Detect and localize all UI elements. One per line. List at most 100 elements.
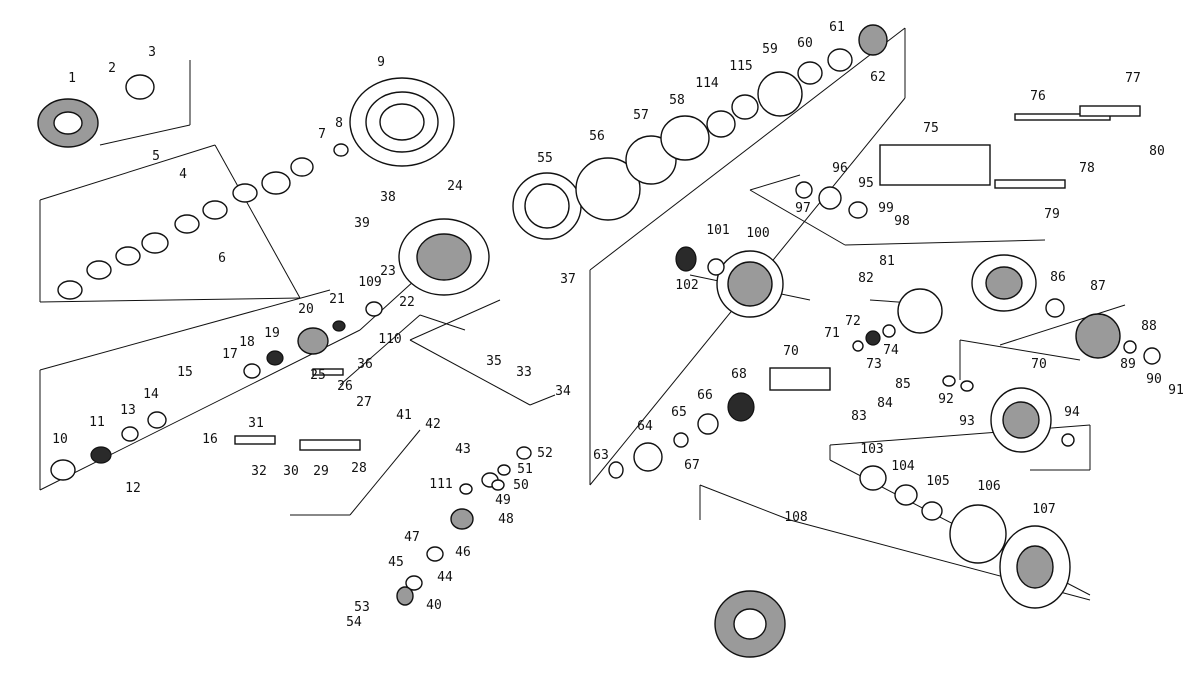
part-label-31: 31 [248,416,264,431]
part-shape [608,461,624,479]
part-label-12: 12 [125,481,141,496]
part-shape [633,442,663,472]
part-shape [697,413,719,435]
part-label-61: 61 [829,20,845,35]
part-shape [660,115,710,161]
part-shape [405,575,423,591]
part-shape [125,74,155,100]
part-label-59: 59 [762,42,778,57]
part-label-101: 101 [706,223,729,238]
part-shape [333,143,349,157]
part-label-98: 98 [894,214,910,229]
part-label-93: 93 [959,414,975,429]
part-label-77: 77 [1125,71,1141,86]
part-shape [234,435,276,445]
part-shape [858,24,888,56]
part-label-40: 40 [426,598,442,613]
part-label-81: 81 [879,254,895,269]
part-label-6: 6 [218,251,226,266]
part-label-35: 35 [486,354,502,369]
part-label-56: 56 [589,129,605,144]
part-shape [731,94,759,120]
part-shape [1002,401,1040,439]
part-label-24: 24 [447,179,463,194]
part-shape [797,61,823,85]
part-label-97: 97 [795,201,811,216]
part-label-11: 11 [89,415,105,430]
leader-line [749,189,846,246]
part-label-36: 36 [357,357,373,372]
part-label-74: 74 [883,343,899,358]
part-shape [491,479,505,491]
part-shape [1045,298,1065,318]
part-label-94: 94 [1064,405,1080,420]
part-label-49: 49 [495,493,511,508]
part-label-7: 7 [318,127,326,142]
part-label-4: 4 [179,167,187,182]
part-shape [1016,545,1054,589]
part-label-33: 33 [516,365,532,380]
part-shape [243,363,261,379]
part-label-20: 20 [298,302,314,317]
part-shape [757,71,803,117]
part-label-57: 57 [633,108,649,123]
part-shape [290,157,314,177]
part-shape [1143,347,1161,365]
part-label-54: 54 [346,615,362,630]
leader-line [419,314,466,331]
part-label-83: 83 [851,409,867,424]
leader-line [999,304,1126,346]
part-label-87: 87 [1090,279,1106,294]
part-label-60: 60 [797,36,813,51]
part-label-89: 89 [1120,357,1136,372]
part-label-29: 29 [313,464,329,479]
part-label-50: 50 [513,478,529,493]
part-label-9: 9 [377,55,385,70]
leader-line [39,329,361,491]
part-shape [848,201,868,219]
part-shape [450,508,474,530]
leader-line [99,124,191,146]
part-label-84: 84 [877,396,893,411]
part-label-100: 100 [746,226,769,241]
part-label-78: 78 [1079,161,1095,176]
part-shape [707,258,725,276]
part-label-72: 72 [845,314,861,329]
part-label-43: 43 [455,442,471,457]
leader-line [39,144,216,201]
part-shape [1123,340,1137,354]
part-shape [879,144,991,186]
part-label-13: 13 [120,403,136,418]
part-label-45: 45 [388,555,404,570]
part-label-82: 82 [858,271,874,286]
part-label-111: 111 [429,477,452,492]
part-label-10: 10 [52,432,68,447]
part-shape [897,288,943,334]
part-label-14: 14 [143,387,159,402]
leader-line [844,239,1046,246]
part-label-90: 90 [1146,372,1162,387]
part-shape [882,324,896,338]
part-label-76: 76 [1030,89,1046,104]
part-shape [942,375,956,387]
part-shape [1075,313,1121,359]
part-shape [1014,113,1111,121]
part-label-53: 53 [354,600,370,615]
part-label-18: 18 [239,335,255,350]
leader-line [529,394,556,406]
part-label-15: 15 [177,365,193,380]
part-label-63: 63 [593,448,609,463]
part-label-85: 85 [895,377,911,392]
part-label-103: 103 [860,442,883,457]
part-shape [232,183,258,203]
part-shape [994,179,1066,189]
part-label-48: 48 [498,512,514,527]
part-label-105: 105 [926,474,949,489]
part-label-67: 67 [684,458,700,473]
part-shape [53,111,83,135]
part-label-70: 70 [783,344,799,359]
part-shape [147,411,167,429]
part-label-47: 47 [404,530,420,545]
part-label-104: 104 [891,459,915,474]
